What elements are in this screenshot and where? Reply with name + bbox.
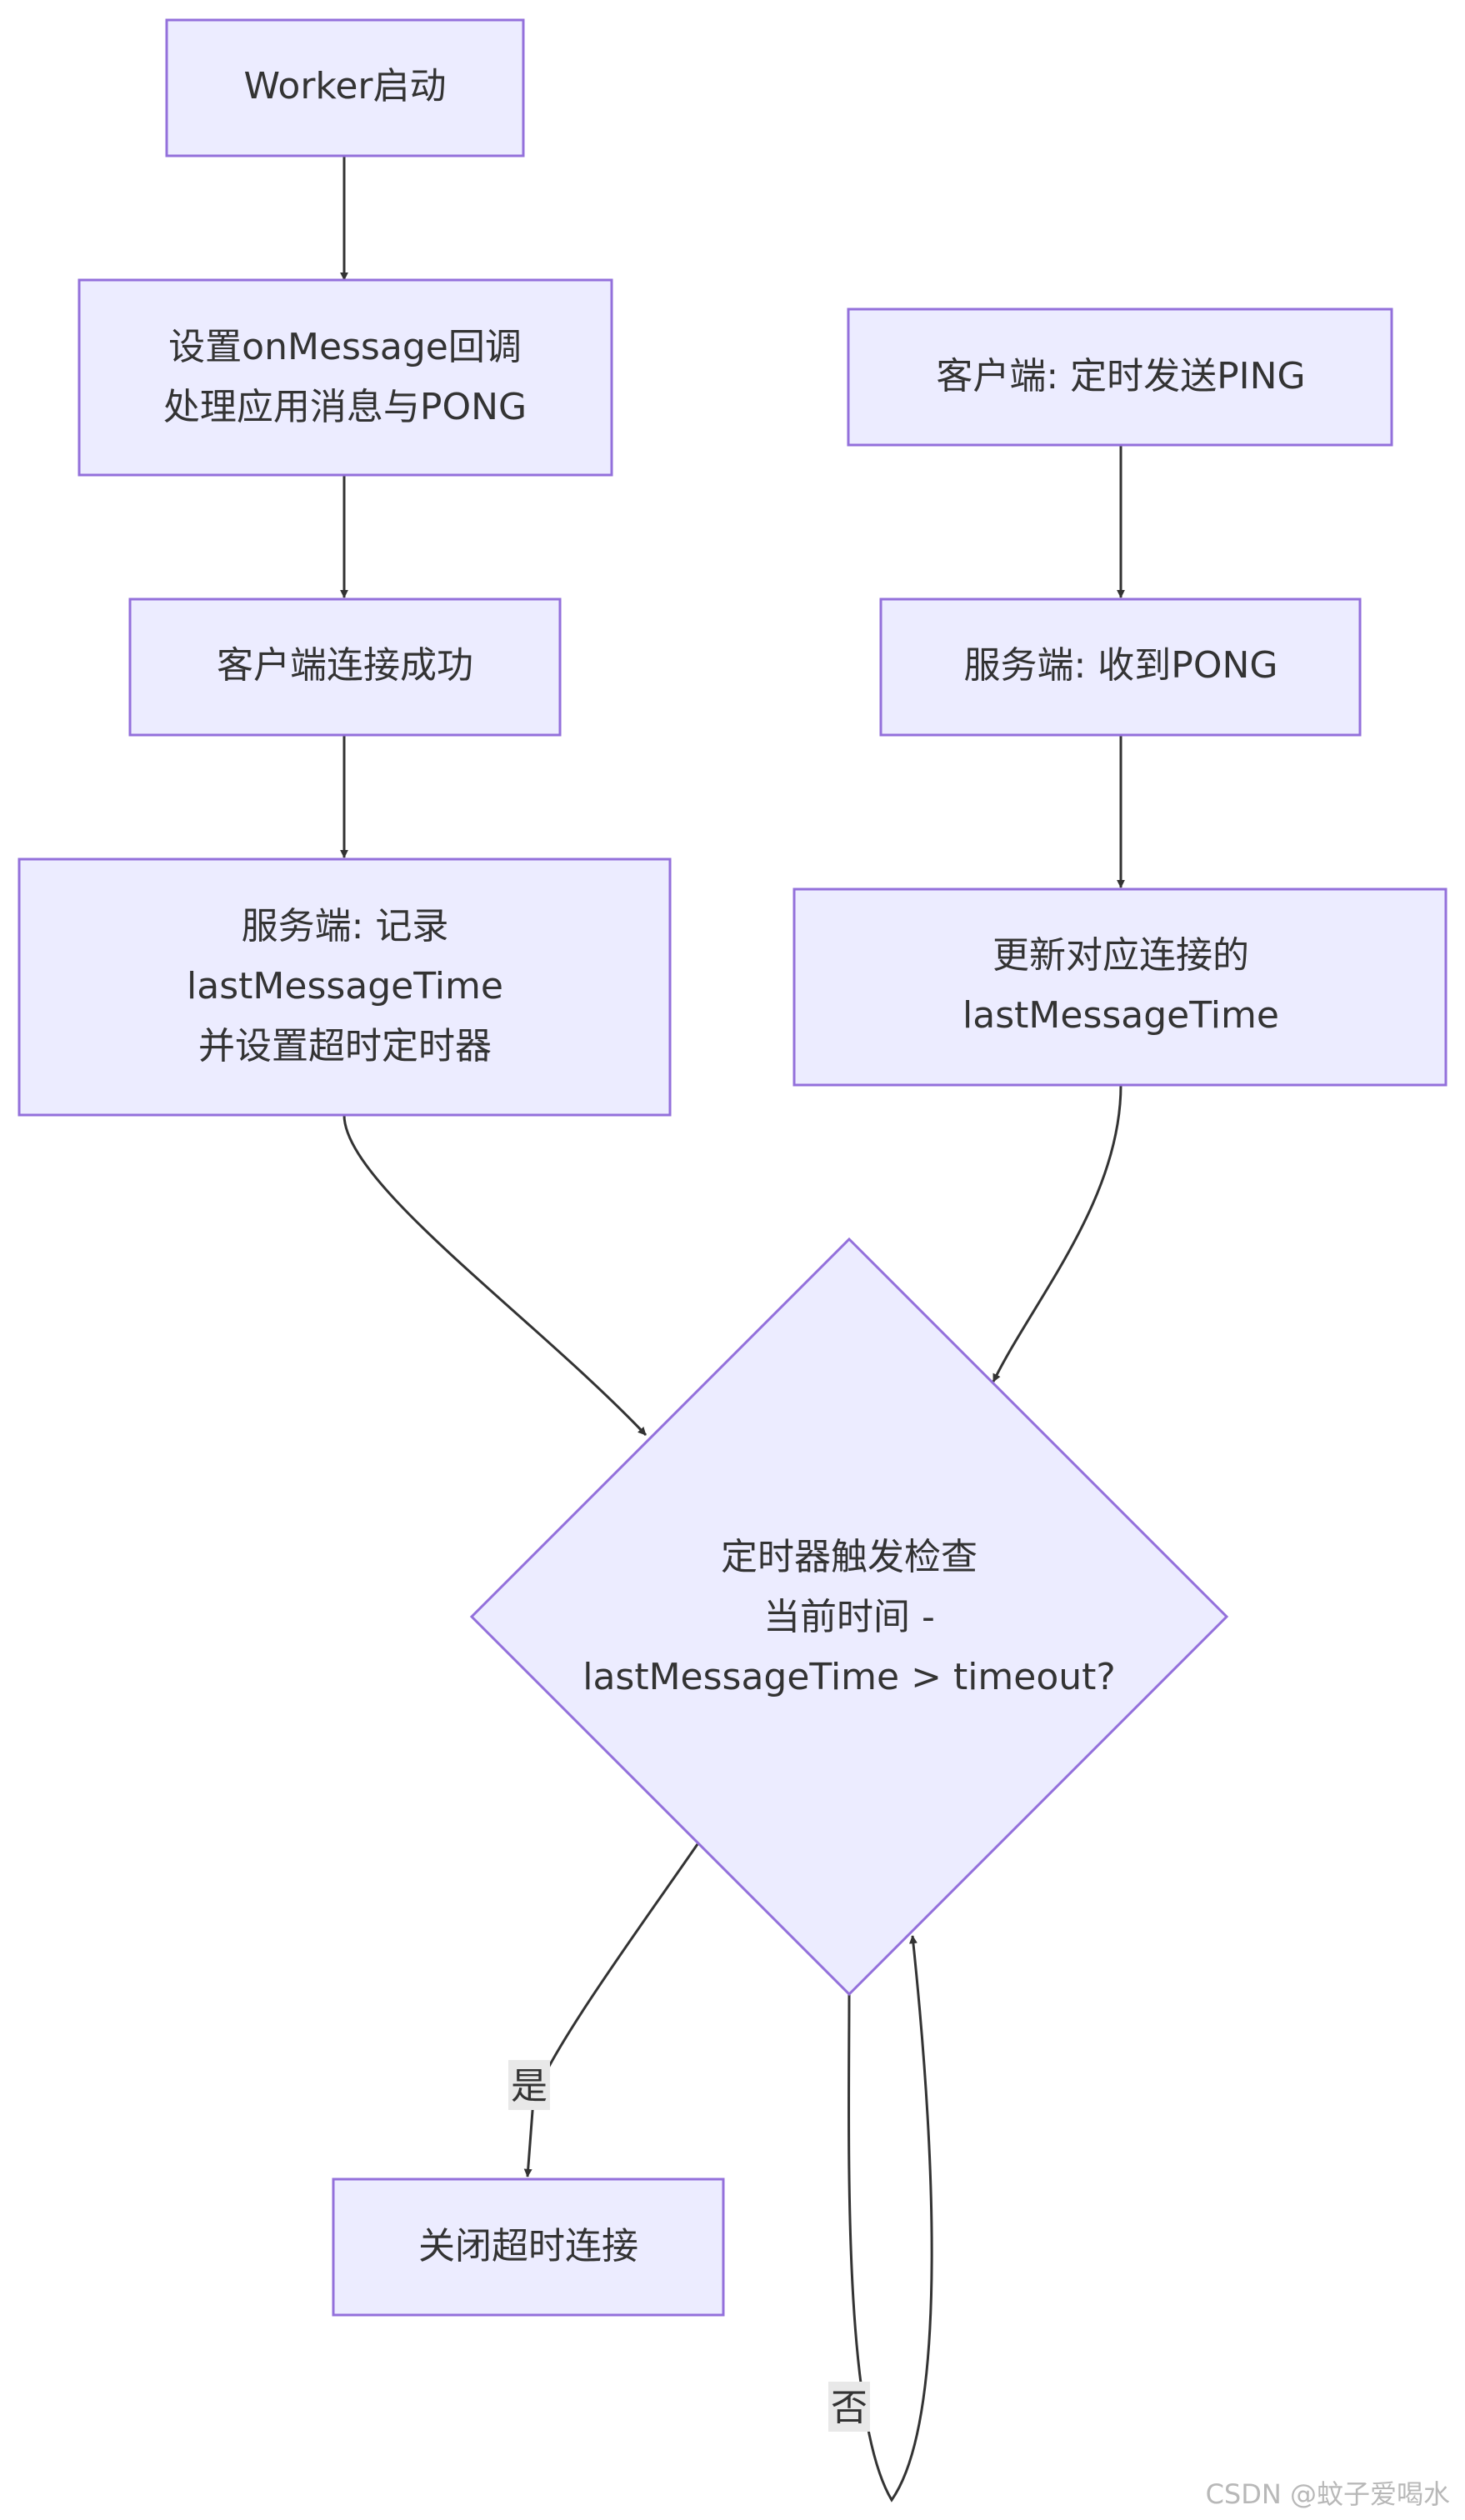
node-label-line: 关闭超时连接: [418, 2225, 638, 2268]
edge-label-no-text: 否: [831, 2387, 868, 2429]
node-label-line: 服务端: 收到PONG: [964, 644, 1278, 687]
edge-timer-check-yes-to-close: [523, 1843, 699, 2178]
node-label-line: Worker启动: [243, 65, 446, 108]
edge-update-time-to-timer-check: [992, 1084, 1122, 1382]
client-connected-label: 客户端连接成功: [217, 644, 473, 687]
edge-server-record-to-timer-check: [342, 1114, 648, 1437]
edge-label-yes-text: 是: [511, 2065, 548, 2108]
edge-timer-check-no-loop: [848, 1935, 933, 2502]
server-pong-node: 服务端: 收到PONG: [879, 598, 1362, 737]
timer-check-label: 定时器触发检查当前时间 - lastMessageTime > timeout?: [582, 1536, 1116, 1698]
timer-check-node: 定时器触发检查当前时间 - lastMessageTime > timeout?: [469, 1237, 1229, 1997]
node-label-line: 当前时间 -: [763, 1596, 935, 1638]
worker-start-label: Worker启动: [243, 65, 446, 108]
client-ping-node: 客户端: 定时发送PING: [847, 308, 1393, 447]
node-label-line: 更新对应连接的: [992, 934, 1249, 977]
node-label-line: 客户端连接成功: [217, 644, 473, 687]
close-connection-node: 关闭超时连接: [332, 2178, 725, 2317]
node-label-line: lastMessageTime > timeout?: [582, 1656, 1116, 1698]
node-label-line: 定时器触发检查: [721, 1536, 978, 1578]
close-connection-label: 关闭超时连接: [418, 2225, 638, 2268]
client-connected-node: 客户端连接成功: [128, 598, 562, 737]
server-pong-label: 服务端: 收到PONG: [964, 644, 1278, 687]
edge-label-no: 否: [828, 2382, 870, 2432]
node-label-line: 服务端: 记录: [242, 905, 449, 948]
update-time-node: 更新对应连接的 lastMessageTime: [792, 888, 1448, 1087]
node-label-line: lastMessageTime: [187, 965, 503, 1008]
set-onmessage-node: 设置onMessage回调处理应用消息与PONG: [78, 278, 613, 477]
set-onmessage-label: 设置onMessage回调处理应用消息与PONG: [163, 326, 527, 428]
node-label-line: 并设置超时定时器: [198, 1025, 492, 1068]
node-label-line: lastMessageTime: [962, 994, 1279, 1037]
edges: [340, 156, 1125, 2502]
node-label-line: 客户端: 定时发送PING: [936, 355, 1305, 398]
node-label-line: 设置onMessage回调: [168, 326, 522, 368]
update-time-label: 更新对应连接的 lastMessageTime: [962, 934, 1279, 1037]
client-ping-label: 客户端: 定时发送PING: [936, 355, 1305, 398]
edge-label-yes: 是: [508, 2060, 550, 2110]
node-label-line: 处理应用消息与PONG: [163, 386, 527, 428]
server-record-label: 服务端: 记录 lastMessageTime 并设置超时定时器: [187, 905, 503, 1068]
watermark: CSDN @蚊子爱喝水: [1206, 2478, 1450, 2510]
server-record-node: 服务端: 记录 lastMessageTime 并设置超时定时器: [18, 858, 672, 1117]
worker-start-node: Worker启动: [165, 18, 525, 158]
